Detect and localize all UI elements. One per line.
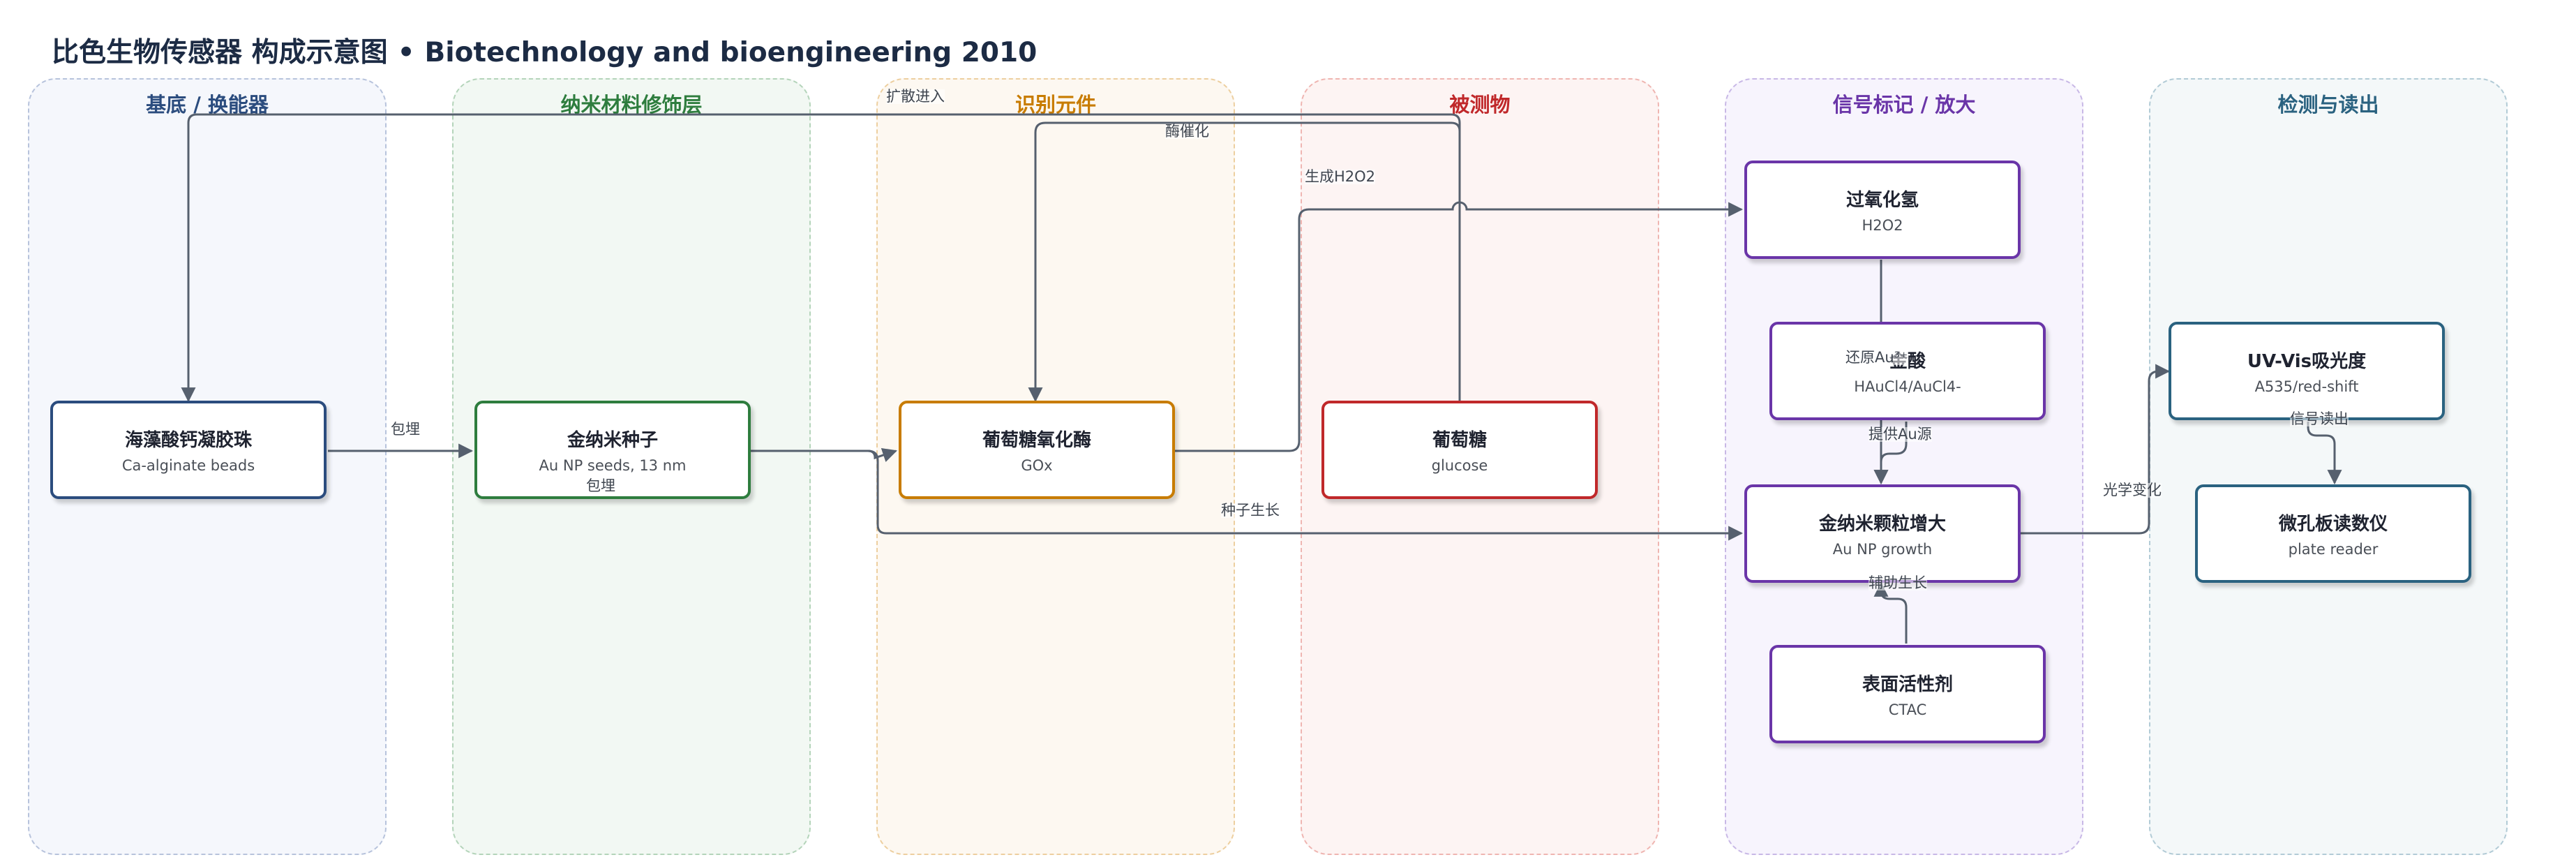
edge-label-optical: 光学变化 xyxy=(2103,482,2162,498)
lane-title-signal: 信号标记 / 放大 xyxy=(1832,93,1976,117)
node-reader[interactable]: 微孔板读数仪 plate reader xyxy=(2195,484,2471,583)
node-uvvis-sub: A535/red-shift xyxy=(2254,378,2359,395)
edge-label-seed-growth: 种子生长 xyxy=(1221,502,1280,519)
edge-haucl4-growth xyxy=(1873,422,1908,485)
title-subtitle: Biotechnology and bioengineering 2010 xyxy=(424,37,1038,68)
edge-label-supply: 提供Au源 xyxy=(1869,426,1932,443)
edge-label-assist: 辅助生长 xyxy=(1869,574,1927,591)
edge-label-diffuse: 扩散进入 xyxy=(886,88,945,105)
node-seeds-sub: Au NP seeds, 13 nm xyxy=(539,457,687,474)
node-ctac-title: 表面活性剂 xyxy=(1862,674,1953,695)
lane-detect xyxy=(2149,78,2508,855)
lane-title-recog: 识别元件 xyxy=(1014,93,1096,117)
node-h2o2[interactable]: 过氧化氢 H2O2 xyxy=(1744,161,2021,259)
edge-glucose-gox xyxy=(1028,121,1461,403)
lane-title-nano: 纳米材料修饰层 xyxy=(560,93,703,117)
edge-gox-h2o2 xyxy=(1175,201,1744,452)
lane-title-detect: 检测与读出 xyxy=(2277,93,2379,117)
edge-label-reduce: 还原Au³⁺ xyxy=(1845,349,1908,366)
edge-growth-uvvis xyxy=(2021,364,2171,535)
node-ctac[interactable]: 表面活性剂 CTAC xyxy=(1769,645,2046,743)
node-alginate-sub: Ca-alginate beads xyxy=(121,457,255,474)
node-uvvis[interactable]: UV-Vis吸光度 A535/red-shift xyxy=(2169,322,2445,420)
node-reader-sub: plate reader xyxy=(2288,541,2379,558)
edge-label-embed2: 包埋 xyxy=(586,477,615,494)
node-ctac-sub: CTAC xyxy=(1888,701,1927,718)
edge-label-catalyze: 酶催化 xyxy=(1165,123,1209,140)
lane-title-analyte: 被测物 xyxy=(1449,93,1511,117)
lane-title-substrate: 基底 / 换能器 xyxy=(146,93,269,117)
title-main: 比色生物传感器 构成示意图 xyxy=(52,37,388,68)
node-growth-title: 金纳米颗粒增大 xyxy=(1818,514,1946,535)
edge-uvvis-reader xyxy=(2307,422,2342,485)
edge-seeds-growth xyxy=(751,449,1744,541)
diagram-title: 比色生物传感器 构成示意图 • Biotechnology and bioengin… xyxy=(52,31,1037,70)
node-gox-sub: GOx xyxy=(1021,457,1053,474)
node-reader-title: 微孔板读数仪 xyxy=(2278,514,2388,535)
edge-label-readout: 信号读出 xyxy=(2290,410,2349,427)
node-alginate-title: 海藻酸钙凝胶珠 xyxy=(124,430,252,451)
node-glucose[interactable]: 葡萄糖 glucose xyxy=(1321,401,1598,499)
node-gox[interactable]: 葡萄糖氧化酶 GOx xyxy=(899,401,1175,499)
node-h2o2-sub: H2O2 xyxy=(1862,217,1903,234)
edge-label-produce: 生成H2O2 xyxy=(1305,168,1376,185)
edge-glucose-alginate xyxy=(181,113,1461,403)
node-glucose-sub: glucose xyxy=(1431,457,1488,474)
node-gox-title: 葡萄糖氧化酶 xyxy=(982,430,1091,451)
node-alginate[interactable]: 海藻酸钙凝胶珠 Ca-alginate beads xyxy=(50,401,327,499)
node-haucl4[interactable]: 金酸 HAuCl4/AuCl4- xyxy=(1769,322,2046,420)
node-growth-sub: Au NP growth xyxy=(1832,541,1933,558)
node-haucl4-sub: HAuCl4/AuCl4- xyxy=(1854,378,1961,395)
title-separator: • xyxy=(397,37,415,68)
node-uvvis-title: UV-Vis吸光度 xyxy=(2247,351,2367,372)
node-seeds-title: 金纳米种子 xyxy=(567,430,658,451)
node-glucose-title: 葡萄糖 xyxy=(1432,430,1487,451)
node-growth[interactable]: 金纳米颗粒增大 Au NP growth xyxy=(1744,484,2021,583)
node-h2o2-title: 过氧化氢 xyxy=(1845,190,1919,211)
edge-label-embed1: 包埋 xyxy=(391,421,420,438)
edge-ctac-growth xyxy=(1873,581,1908,644)
